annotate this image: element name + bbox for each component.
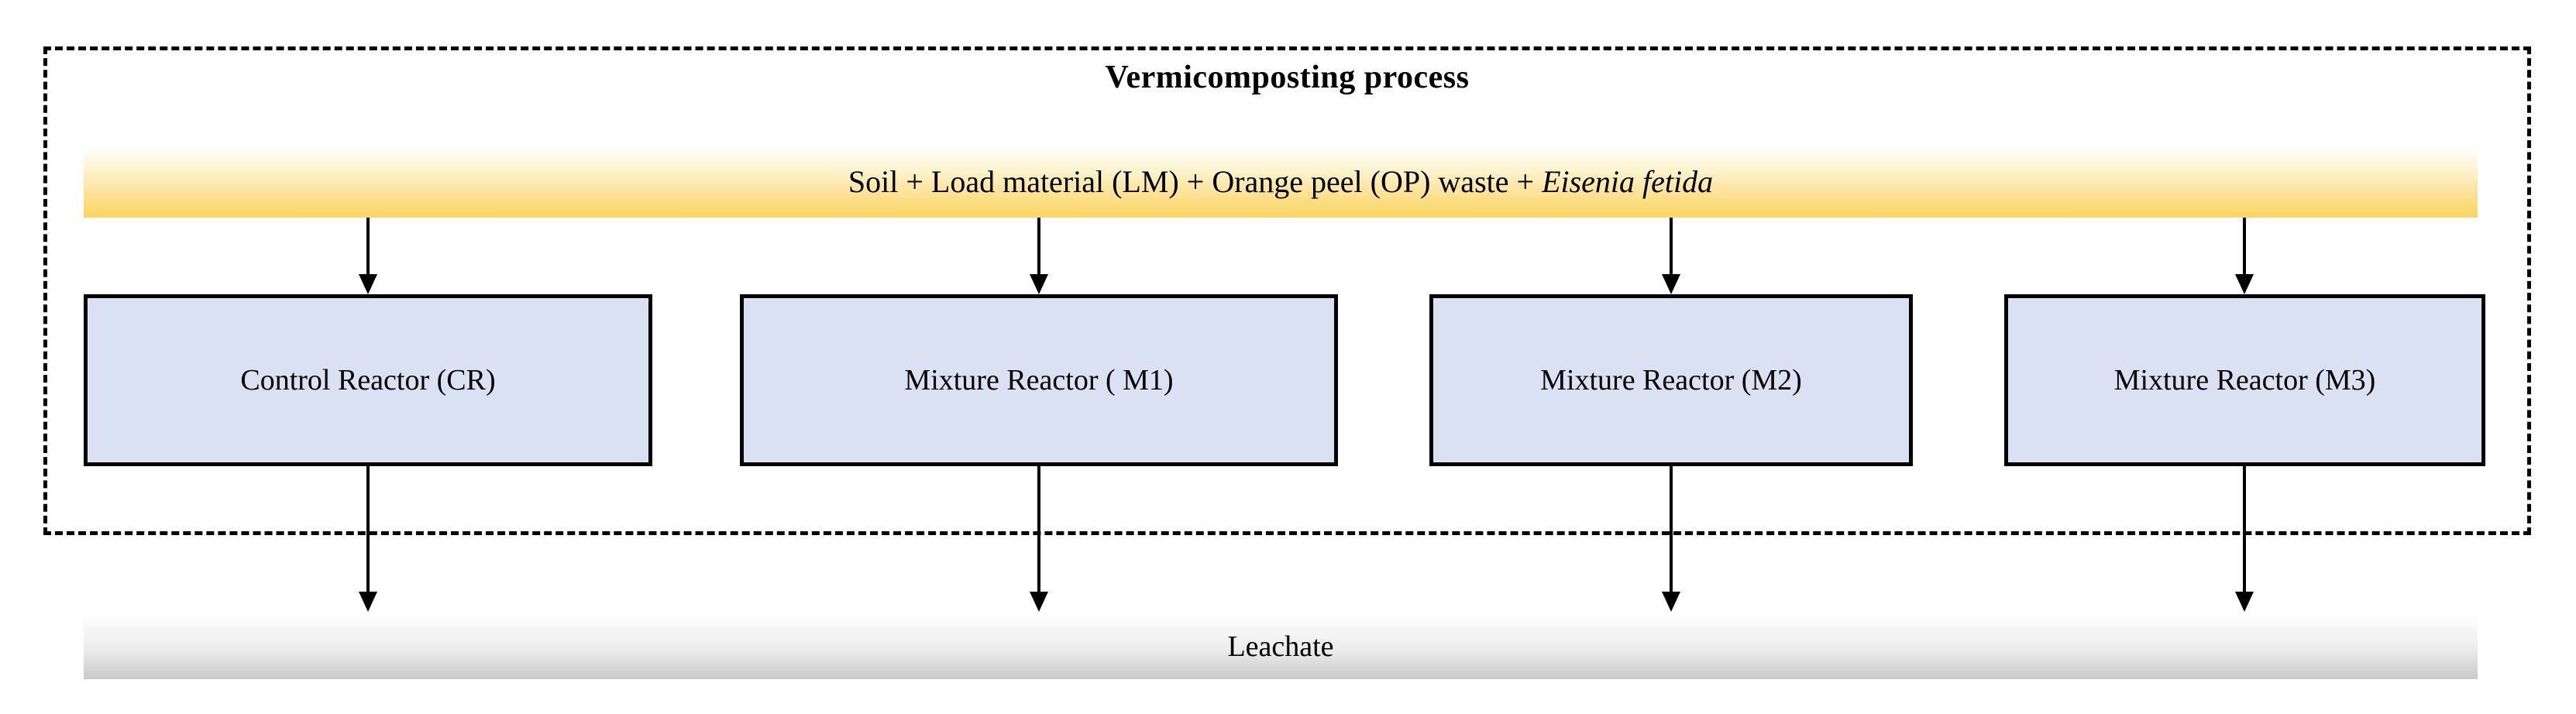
cr-to-leachate-arrow (366, 466, 370, 592)
process-dashed-container (43, 46, 2531, 535)
feed-to-cr-arrow (366, 218, 370, 274)
feed-to-m3-arrow (2243, 218, 2246, 274)
mixture-reactor-m1-box: Mixture Reactor ( M1) (740, 294, 1338, 466)
m3-to-leachate-arrow (2243, 466, 2246, 592)
feed-to-m2-arrow (1670, 218, 1673, 274)
mixture-reactor-m3-box: Mixture Reactor (M3) (2004, 294, 2485, 466)
m1-to-leachate-arrow (1037, 466, 1040, 592)
feed-species-name: Eisenia fetida (1542, 164, 1714, 199)
control-reactor-label: Control Reactor (CR) (240, 364, 496, 396)
leachate-label: Leachate (1227, 630, 1334, 663)
mixture-reactor-m2-label: Mixture Reactor (M2) (1540, 364, 1802, 396)
mixture-reactor-m3-label: Mixture Reactor (M3) (2113, 364, 2376, 396)
m2-to-leachate-arrow (1670, 466, 1673, 592)
feed-input-bar: Soil + Load material (LM) + Orange peel … (84, 146, 2478, 218)
diagram-title: Vermicomposting process (1105, 60, 1470, 95)
feed-to-m1-arrow (1037, 218, 1040, 274)
leachate-output-bar: Leachate (84, 613, 2478, 679)
feed-input-text: Soil + Load material (LM) + Orange peel … (848, 164, 1543, 199)
mixture-reactor-m1-label: Mixture Reactor ( M1) (904, 364, 1174, 396)
mixture-reactor-m2-box: Mixture Reactor (M2) (1429, 294, 1913, 466)
control-reactor-box: Control Reactor (CR) (84, 294, 652, 466)
